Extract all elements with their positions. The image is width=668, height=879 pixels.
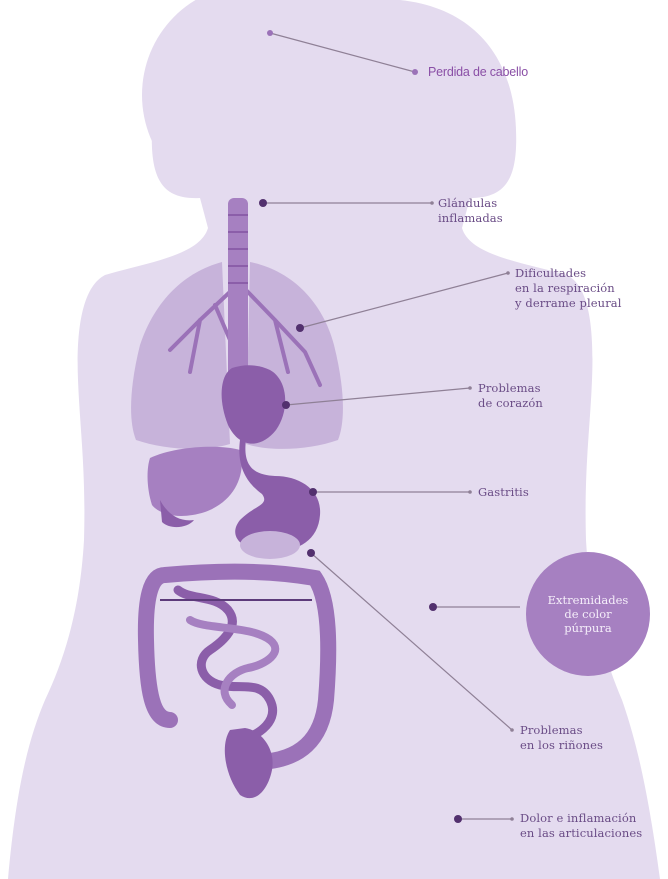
label-gastritis: Gastritis <box>478 485 529 500</box>
label-glands: Glándulas inflamadas <box>438 196 503 226</box>
label-hair-loss: Perdida de cabello <box>428 65 528 80</box>
callout-purple-extremities: Extremidades de color púrpura <box>526 552 650 676</box>
label-kidneys: Problemas en los riñones <box>520 723 603 753</box>
label-breathing: Dificultades en la respiración y derrame… <box>515 266 622 311</box>
trachea-icon <box>228 198 248 378</box>
label-heart: Problemas de corazón <box>478 381 543 411</box>
pancreas-icon <box>240 531 300 559</box>
label-joints: Dolor e inflamación en las articulacione… <box>520 811 642 841</box>
